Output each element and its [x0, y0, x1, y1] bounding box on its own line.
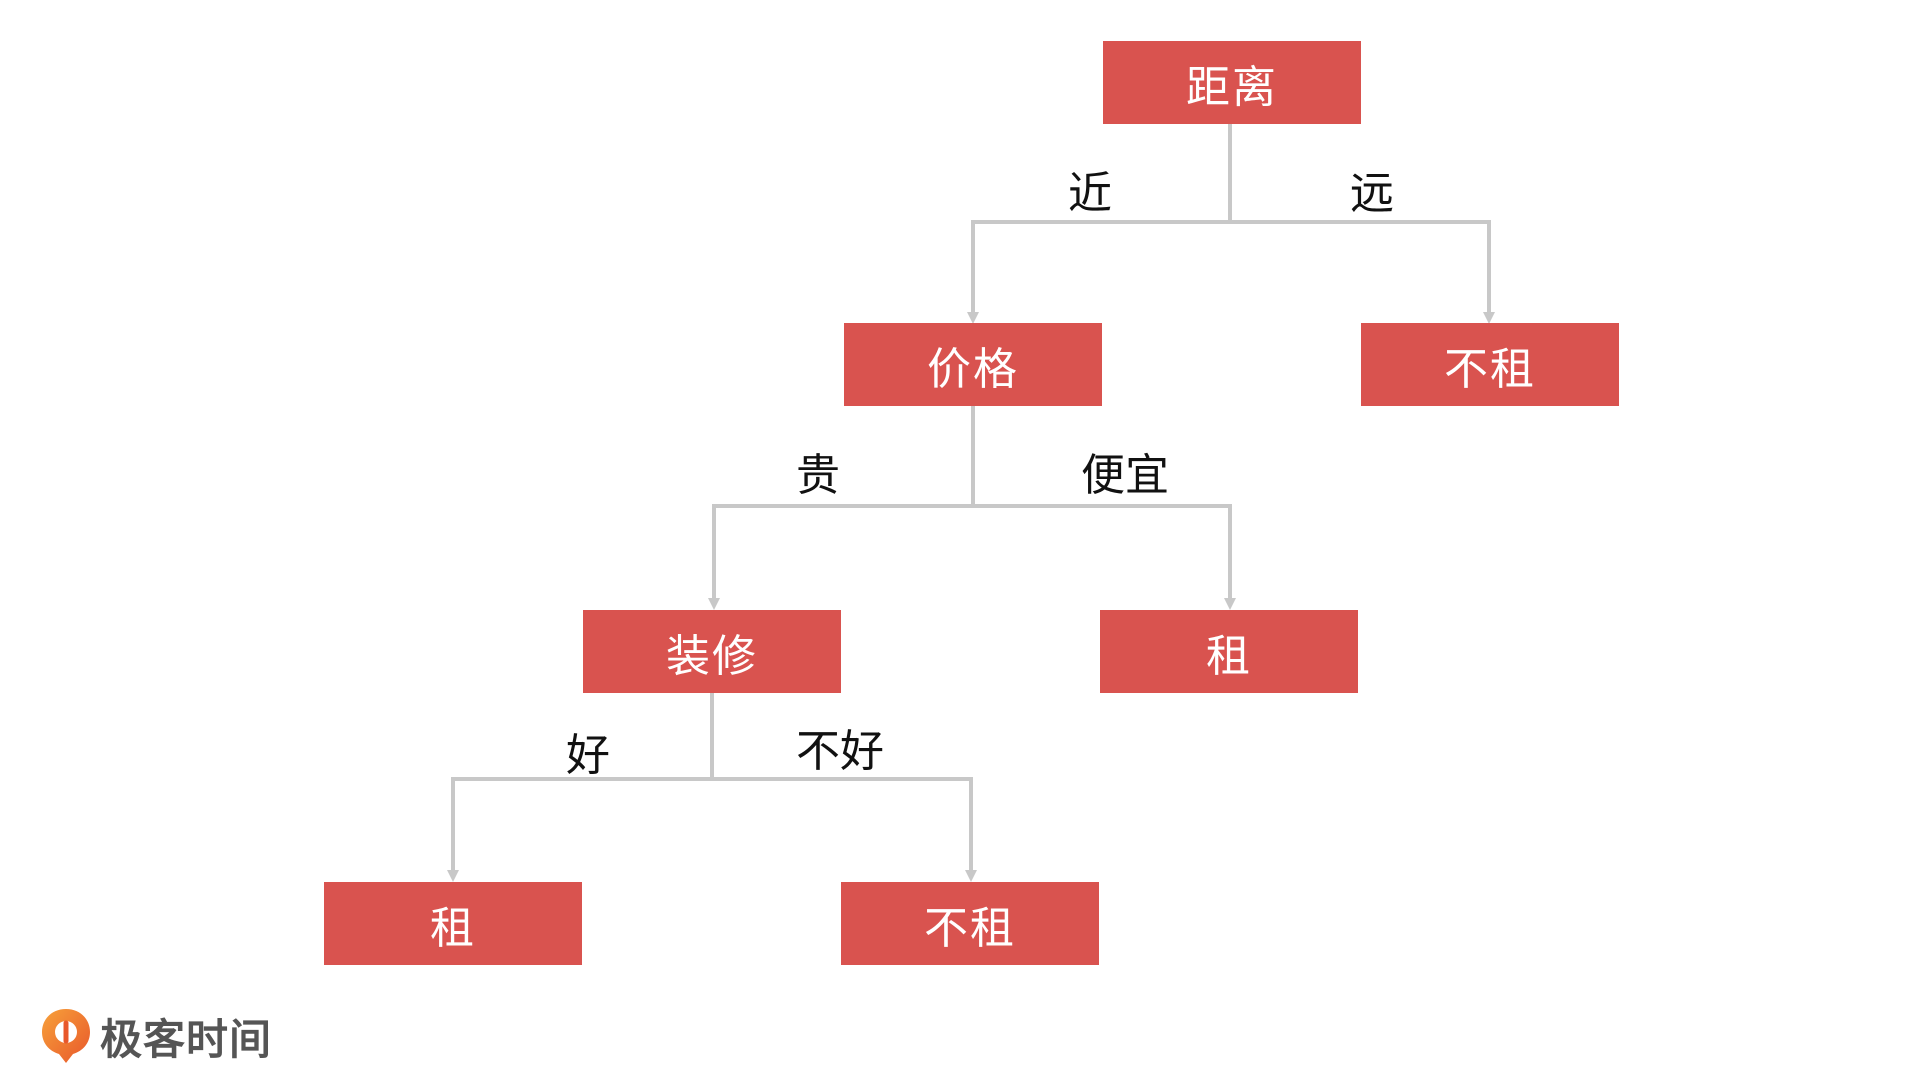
edge-label-not-good: 不好 [796, 726, 884, 777]
logo-text: 极客时间 [100, 1014, 273, 1064]
geektime-logo: 极客时间 [40, 1006, 272, 1066]
edge-expensive [708, 504, 973, 610]
node-cheap-result: 租 [1100, 610, 1358, 693]
edge-far [1230, 220, 1495, 324]
node-distance: 距离 [1103, 41, 1361, 124]
edge-cheap [973, 504, 1236, 610]
geektime-logo-icon [42, 1009, 90, 1063]
edge-label-good: 好 [566, 730, 610, 781]
edge-not-good [712, 777, 977, 882]
node-decoration: 装修 [583, 610, 841, 693]
edge-label-far: 远 [1350, 168, 1394, 219]
node-price: 价格 [844, 323, 1102, 406]
edge-label-near: 近 [1068, 168, 1112, 219]
edge-near [967, 220, 1230, 324]
edge-good [447, 777, 712, 882]
node-bad-result: 不租 [841, 882, 1099, 965]
edge-label-expensive: 贵 [796, 450, 840, 501]
node-good-result: 租 [324, 882, 582, 965]
node-far-result: 不租 [1361, 323, 1619, 406]
edge-label-cheap: 便宜 [1081, 450, 1169, 501]
